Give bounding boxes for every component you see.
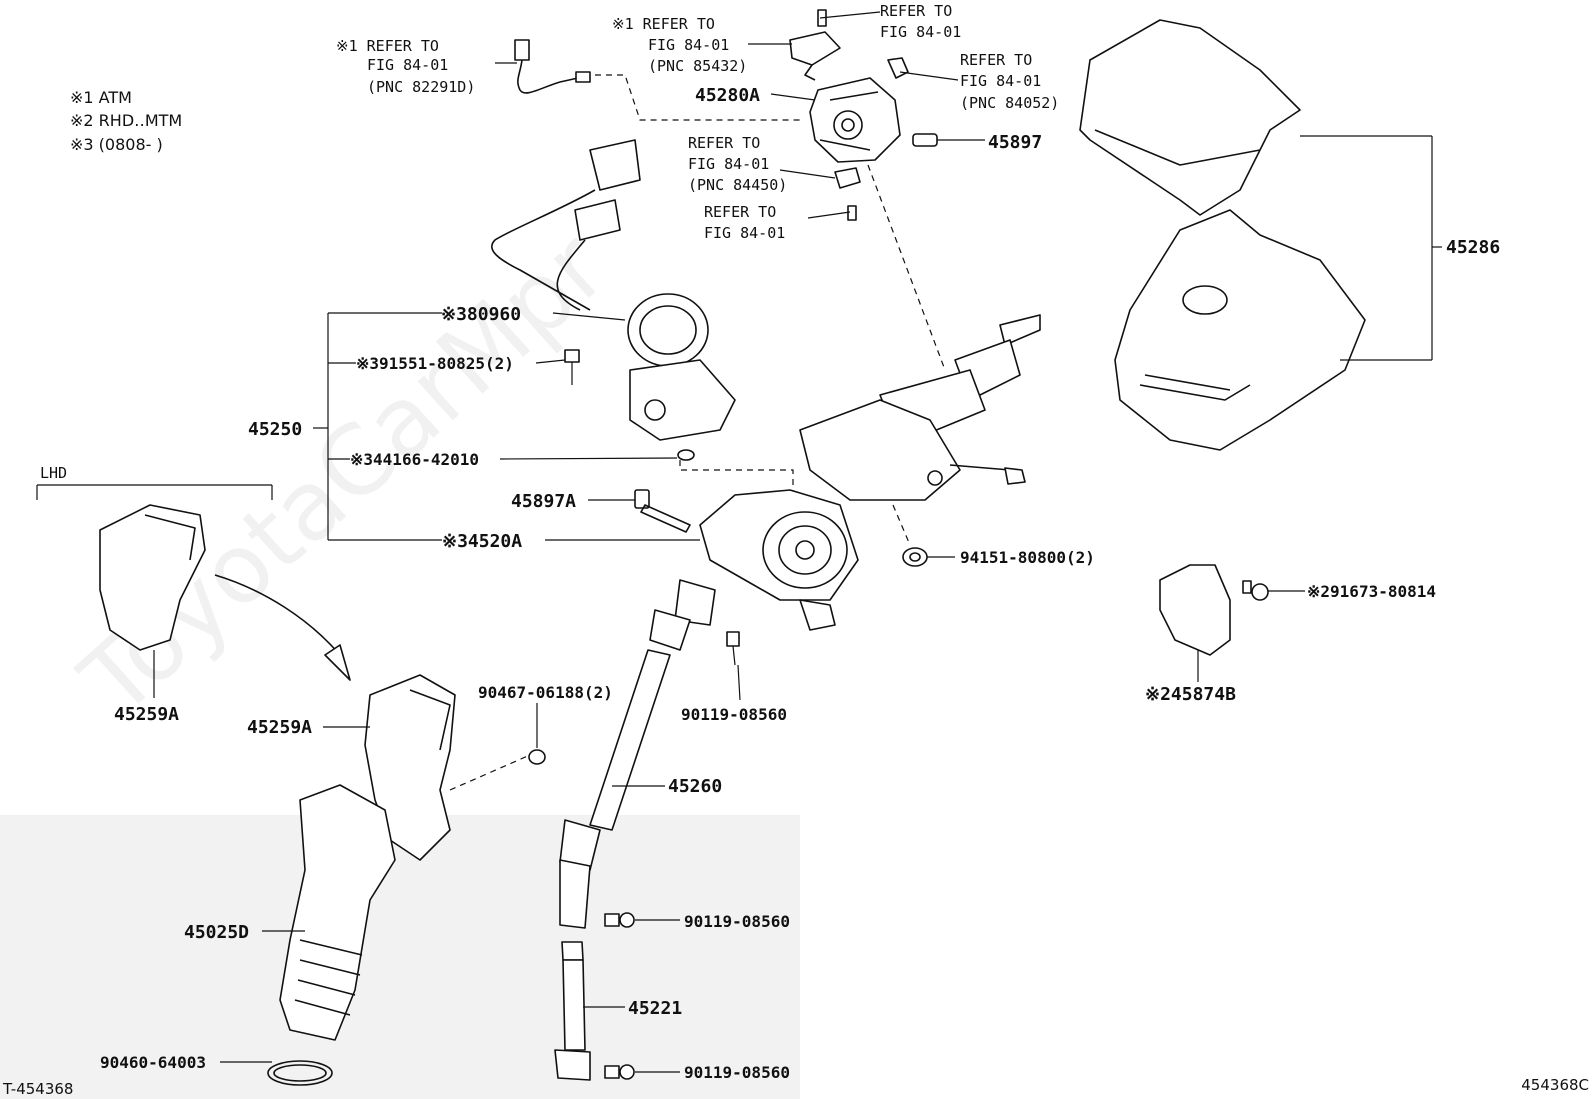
notes-legend: ※1 ATM ※2 RHD‥MTM ※3 (0808- ) <box>70 88 182 154</box>
label-90119-middle: 90119-08560 <box>684 912 790 931</box>
dash-leader-5 <box>449 754 531 791</box>
ref-fig-top-line2: FIG 84-01 <box>880 23 961 41</box>
label-45221: 45221 <box>628 998 682 1019</box>
sensor-85432-drawing <box>789 9 841 81</box>
bolt-90119-lower-drawing <box>604 1064 635 1080</box>
label-4520a: ※34520A <box>442 531 522 552</box>
lhd-label: LHD <box>40 464 67 482</box>
bracket-45874b-drawing <box>1159 564 1231 656</box>
bolt-91551-drawing <box>564 349 580 385</box>
label-45874b: ※245874B <box>1145 684 1236 705</box>
label-45259a: 45259A <box>247 717 312 738</box>
label-45250: 45250 <box>248 419 302 440</box>
dash-leader-3 <box>679 460 794 525</box>
label-45280a: 45280A <box>695 85 760 106</box>
label-45025d: 45025D <box>184 922 249 943</box>
ref-84052-line2: FIG 84-01 <box>960 72 1041 90</box>
label-94151: 94151-80800(2) <box>960 548 1095 567</box>
column-cover-upper-drawing <box>1079 19 1301 216</box>
ref-82291d-line3: (PNC 82291D) <box>367 78 475 96</box>
bolt-45897a-drawing <box>634 489 691 533</box>
label-44166: ※344166-42010 <box>350 450 479 469</box>
motor-80960-drawing <box>491 139 736 441</box>
label-45260: 45260 <box>668 776 722 797</box>
clamp-90460-drawing <box>267 1060 333 1086</box>
ref-85432-line1: ※1 REFER TO <box>612 15 715 33</box>
o-ring-44166-drawing <box>677 449 695 461</box>
label-45897a: 45897A <box>511 491 576 512</box>
ref-fig-screw-line2: FIG 84-01 <box>704 224 785 242</box>
ref-84450-line1: REFER TO <box>688 134 760 152</box>
boot-45025d-drawing <box>279 784 396 1041</box>
leader-lines <box>153 11 1442 1073</box>
housing-4520a-drawing <box>699 489 859 631</box>
bolt-45897-drawing <box>912 133 985 147</box>
shaft-45221-drawing <box>554 941 591 1081</box>
dash-leader-1 <box>595 74 800 121</box>
note-3: ※3 (0808- ) <box>70 135 163 154</box>
ref-84052: REFER TO FIG 84-01 (PNC 84052) <box>960 51 1059 112</box>
column-cover-lower-drawing <box>1114 209 1366 451</box>
bolt-90119-middle-drawing <box>604 912 635 928</box>
ref-84052-line1: REFER TO <box>960 51 1032 69</box>
ref-82291d-line1: ※1 REFER TO <box>336 37 439 55</box>
harness-82291d-drawing <box>514 39 591 94</box>
label-45286: 45286 <box>1446 237 1500 258</box>
ref-84450-line2: FIG 84-01 <box>688 155 769 173</box>
label-91673: ※291673-80814 <box>1307 582 1436 601</box>
arrow-indicator <box>214 574 351 681</box>
ref-84450: REFER TO FIG 84-01 (PNC 84450) <box>688 134 787 194</box>
assembly-45280a-drawing <box>809 77 901 163</box>
ref-fig-screw-line1: REFER TO <box>704 203 776 221</box>
switch-84052-drawing <box>887 57 909 79</box>
clip-90467-drawing <box>528 749 546 765</box>
label-90460: 90460-64003 <box>100 1053 206 1072</box>
ref-84450-line3: (PNC 84450) <box>688 176 787 194</box>
note-2: ※2 RHD‥MTM <box>70 111 182 130</box>
screw-fig-84-01-drawing <box>847 205 857 221</box>
label-90119-upper: 90119-08560 <box>681 705 787 724</box>
label-90119-lower: 90119-08560 <box>684 1063 790 1082</box>
footer-right-code: 454368C <box>1521 1076 1589 1094</box>
dash-leader-2 <box>867 164 946 371</box>
cover-45259a-drawing <box>364 674 456 861</box>
bolt-90119-upper-drawing <box>726 631 740 666</box>
label-90467: 90467-06188(2) <box>478 683 613 702</box>
steering-column-drawing <box>799 314 1041 501</box>
nut-94151-drawing <box>902 547 928 567</box>
label-45897: 45897 <box>988 132 1042 153</box>
cover-45259a-lhd-drawing <box>99 504 206 651</box>
note-1: ※1 ATM <box>70 88 132 107</box>
lhd-group-bracket: LHD <box>36 464 273 500</box>
label-80960: ※380960 <box>441 304 521 325</box>
bolt-91673-drawing <box>1242 580 1269 601</box>
footer-left-code: T-454368 <box>2 1080 73 1098</box>
ref-85432: ※1 REFER TO FIG 84-01 (PNC 85432) <box>612 15 747 75</box>
ref-fig-screw: REFER TO FIG 84-01 <box>704 203 785 242</box>
ref-85432-line2: FIG 84-01 <box>648 36 729 54</box>
shaft-45260-drawing <box>559 579 716 929</box>
sensor-84450-drawing <box>834 167 861 189</box>
ref-82291d: ※1 REFER TO FIG 84-01 (PNC 82291D) <box>336 37 475 96</box>
label-91551: ※391551-80825(2) <box>356 354 514 373</box>
label-45259a-lhd: 45259A <box>114 704 179 725</box>
ref-84052-line3: (PNC 84052) <box>960 94 1059 112</box>
ref-85432-line3: (PNC 85432) <box>648 57 747 75</box>
ref-82291d-line2: FIG 84-01 <box>367 56 448 74</box>
ref-fig-top-line1: REFER TO <box>880 2 952 20</box>
dash-leader-4 <box>892 504 911 546</box>
ref-fig-top: REFER TO FIG 84-01 <box>880 2 961 41</box>
